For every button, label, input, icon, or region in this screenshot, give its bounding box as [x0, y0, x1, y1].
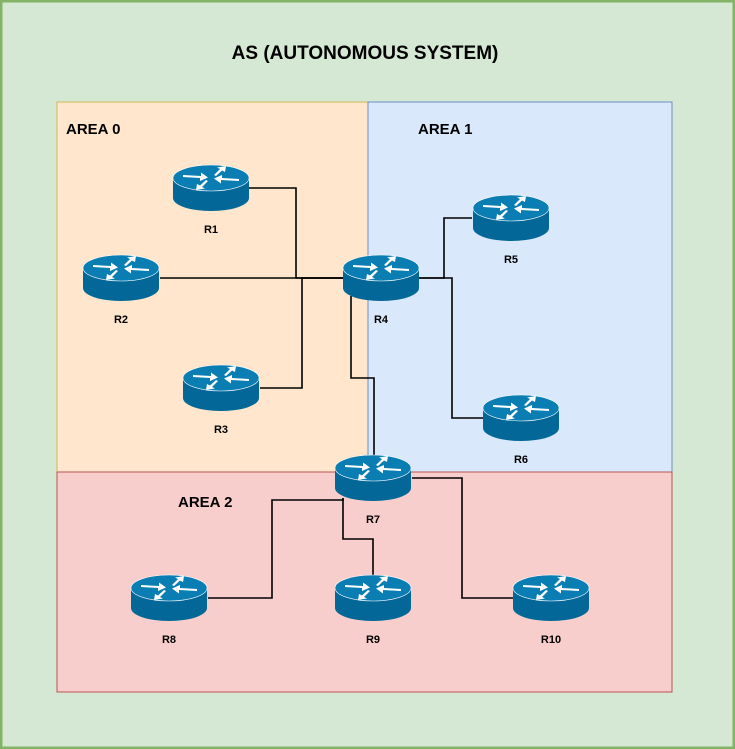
router-r6[interactable]: R6: [482, 394, 560, 466]
router-label: R9: [366, 634, 380, 646]
link-r3-r4: [260, 277, 343, 389]
router-label: R5: [504, 254, 518, 266]
router-r1[interactable]: R1: [172, 164, 250, 236]
router-label: R6: [514, 454, 528, 466]
router-label: R4: [374, 314, 389, 326]
router-icon: [334, 574, 412, 622]
area-2-label: AREA 2: [178, 494, 232, 511]
link-r4-r6: [419, 277, 484, 419]
router-label: R2: [114, 314, 128, 326]
router-label: R3: [214, 424, 228, 436]
area-0-label: AREA 0: [66, 121, 120, 138]
router-r4[interactable]: R4: [342, 254, 420, 326]
router-icon: [512, 574, 590, 622]
router-icon: [472, 194, 550, 242]
router-icon: [130, 574, 208, 622]
area-1-label: AREA 1: [418, 121, 472, 138]
router-icon: [172, 164, 250, 212]
router-label: R7: [366, 514, 380, 526]
router-icon: [342, 254, 420, 302]
router-r10[interactable]: R10: [512, 574, 590, 646]
router-label: R10: [541, 634, 561, 646]
links-group: [160, 187, 513, 599]
link-r7-r9: [342, 498, 374, 578]
router-icon: [334, 454, 412, 502]
router-r2[interactable]: R2: [82, 254, 160, 326]
router-r3[interactable]: R3: [182, 364, 260, 436]
router-r5[interactable]: R5: [472, 194, 550, 266]
link-r7-r10: [412, 477, 513, 599]
link-r4-r7: [350, 296, 375, 458]
diagram-title: AS (AUTONOMOUS SYSTEM): [232, 43, 499, 64]
router-icon: [482, 394, 560, 442]
router-r8[interactable]: R8: [130, 574, 208, 646]
router-label: R1: [204, 224, 218, 236]
router-r7[interactable]: R7: [334, 454, 412, 526]
router-r9[interactable]: R9: [334, 574, 412, 646]
router-label: R8: [162, 634, 176, 646]
router-icon: [82, 254, 160, 302]
router-icon: [182, 364, 260, 412]
